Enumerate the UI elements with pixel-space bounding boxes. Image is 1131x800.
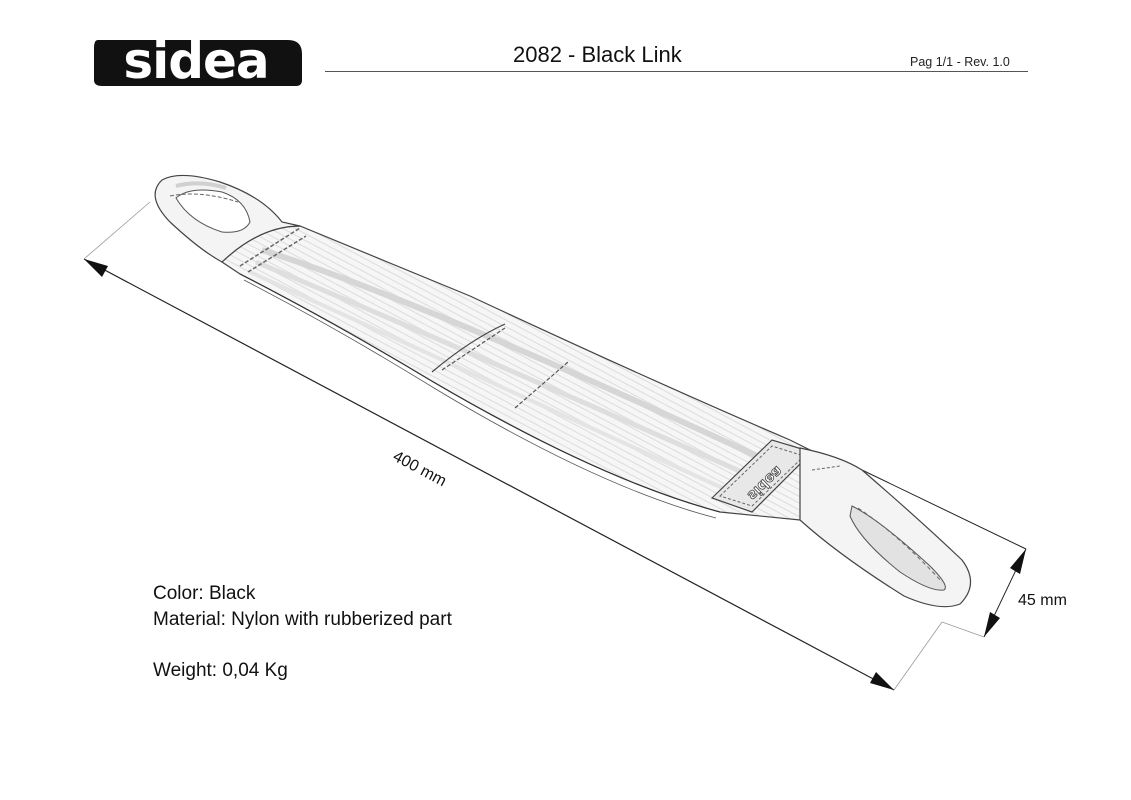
header-divider: [325, 71, 1028, 72]
sidea-logo: sidea: [94, 36, 302, 88]
left-loop: [154, 174, 301, 263]
spec-color: Color: Black: [153, 583, 256, 604]
page-revision-info: Pag 1/1 - Rev. 1.0: [910, 55, 1010, 69]
logo-text: sidea: [123, 36, 268, 88]
document-title: 2082 - Black Link: [513, 42, 682, 67]
arrowhead-top-icon: [1010, 549, 1026, 574]
strap: sidea: [221, 225, 837, 521]
arrowhead-left-icon: [84, 259, 108, 277]
length-dimension: [83, 201, 943, 691]
right-loop: [799, 447, 972, 608]
spec-weight: Weight: 0,04 Kg: [153, 660, 288, 681]
arrowhead-right-icon: [870, 672, 894, 690]
arrowhead-bottom-icon: [984, 612, 1000, 637]
width-dimension: [861, 469, 1027, 638]
spec-material: Material: Nylon with rubberized part: [153, 609, 452, 630]
width-dimension-label: 45 mm: [1018, 592, 1067, 609]
